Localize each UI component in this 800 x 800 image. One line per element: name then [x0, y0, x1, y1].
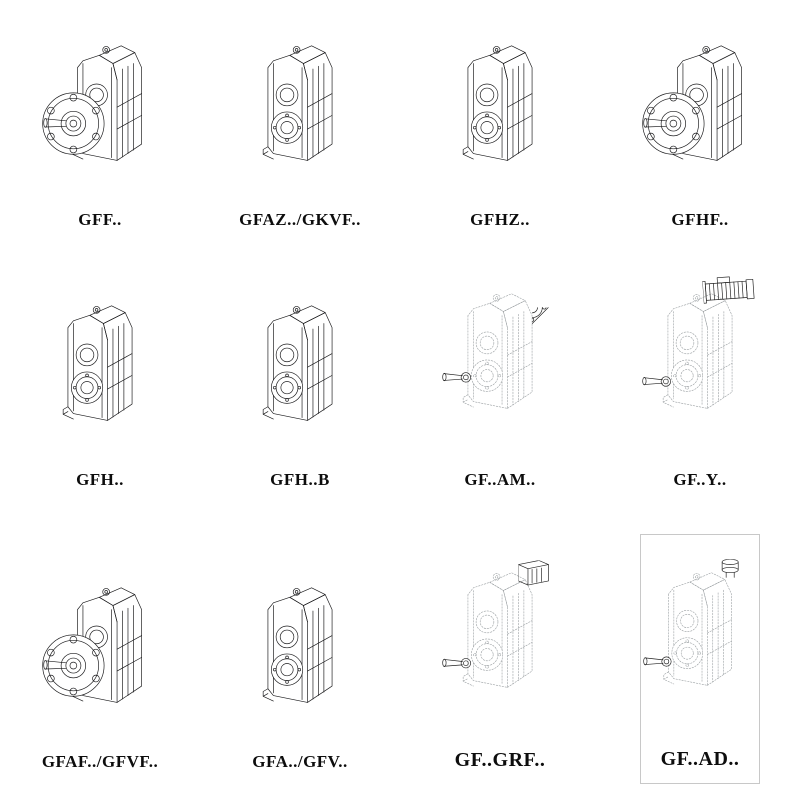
model-label: GFH..B [270, 470, 330, 489]
model-label: GFAF../GFVF.. [41, 752, 159, 771]
catalog-cell-gfgrf: GF..GRF.. [440, 534, 560, 784]
catalog-cell-gfy: GF..Y.. [640, 274, 760, 502]
gearbox-drawing-gfam [442, 229, 558, 465]
gearbox-drawing-gfy [642, 229, 758, 465]
hollow-shaft-gear-unit-drawing [242, 0, 358, 205]
catalog-cell-gfaz: GFAZ../GKVF.. [239, 16, 361, 242]
gearbox-drawing-gfa [242, 535, 358, 747]
model-label: GF..Y.. [673, 470, 727, 489]
catalog-cell-gfaf: GFAF../GFVF.. [40, 534, 160, 784]
catalog-cell-gfhz: GFHZ.. [440, 16, 560, 242]
model-label: GFF.. [78, 210, 122, 229]
gear-unit-adapter-box-drawing [442, 508, 558, 744]
gearbox-drawing-gfgrf [442, 508, 558, 744]
catalog-cell-gfam: GF..AM.. [440, 274, 560, 502]
gearbox-drawing-gfhz [442, 0, 558, 205]
hollow-shaft-gear-unit-drawing [442, 0, 558, 205]
model-label: GFHF.. [671, 210, 729, 229]
hollow-shaft-gear-unit-drawing [242, 253, 358, 465]
hollow-shaft-gear-unit-drawing [42, 253, 158, 465]
model-label: GFH.. [76, 470, 124, 489]
gearbox-drawing-gfhf [642, 0, 758, 205]
model-label: GFA../GFV.. [252, 752, 348, 771]
flange-gear-unit-drawing [642, 0, 758, 205]
model-label: GFHZ.. [470, 210, 530, 229]
catalog-cell-gfh: GFH.. [40, 274, 160, 502]
gear-unit-with-motor-drawing [642, 229, 758, 465]
hollow-shaft-gear-unit-drawing [242, 535, 358, 747]
model-label: GF..AD.. [660, 748, 740, 770]
model-label: GF..GRF.. [454, 749, 546, 771]
flange-gear-unit-drawing [42, 0, 158, 205]
catalog-cell-gff: GFF.. [40, 16, 160, 242]
flange-gear-unit-drawing [42, 535, 158, 747]
model-label: GFAZ../GKVF.. [239, 210, 361, 229]
gear-unit-adapter-flange-drawing [442, 229, 558, 465]
catalog-cell-gfa: GFA../GFV.. [240, 534, 360, 784]
gearbox-drawing-gfhb [242, 253, 358, 465]
catalog-cell-gfad: GF..AD.. [640, 534, 760, 784]
gearbox-drawing-gfh [42, 253, 158, 465]
model-label: GF..AM.. [464, 470, 536, 489]
gearbox-drawing-gff [42, 0, 158, 205]
gear-unit-input-adapter-drawing [643, 507, 757, 743]
catalog-cell-gfhf: GFHF.. [640, 16, 760, 242]
gearbox-drawing-gfaz [242, 0, 358, 205]
gearbox-drawing-gfad [643, 507, 757, 743]
catalog-cell-gfhb: GFH..B [240, 274, 360, 502]
gearbox-drawing-gfaf [42, 535, 158, 747]
